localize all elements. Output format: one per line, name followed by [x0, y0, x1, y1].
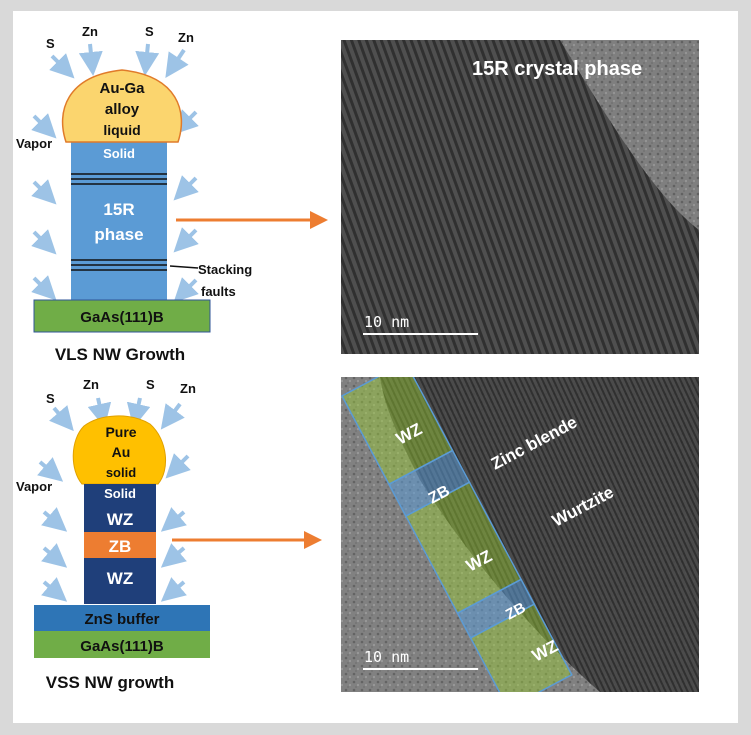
buffer-label: ZnS buffer — [85, 611, 160, 628]
tem-wz-3 — [469, 603, 573, 692]
vapor-label: Vapor — [16, 136, 52, 151]
scale-bar-bottom-label: 10 nm — [364, 648, 409, 666]
zb-label: ZB — [109, 537, 132, 556]
substrate-label-b: GaAs(111)B — [80, 638, 164, 655]
droplet-label-3: liquid — [103, 122, 140, 138]
zns-buffer — [34, 605, 210, 631]
droplet-b-label-1: Pure — [105, 424, 136, 440]
droplet-label-1: Au-Ga — [100, 80, 146, 97]
stacking-fault-lines — [71, 173, 167, 271]
droplet-b-label-2: Au — [112, 444, 131, 460]
wz-label-1: WZ — [107, 510, 133, 529]
vapor-species-s2: S — [145, 24, 154, 39]
vapor-label-b: Vapor — [16, 479, 52, 494]
droplet-label-2: alloy — [105, 101, 140, 118]
vapor-species-s1: S — [46, 36, 55, 51]
stacking-label-2: faults — [201, 284, 236, 299]
gaas-substrate — [33, 299, 211, 333]
wz-segment-1 — [84, 484, 156, 532]
vapor-arrows-bottom — [37, 397, 191, 602]
droplet-b-label-3: solid — [106, 465, 136, 480]
zb-segment — [84, 532, 156, 558]
stacking-label-1: Stacking — [198, 262, 252, 277]
tem-segment-strip — [341, 377, 573, 692]
vapor-species-s2-b: S — [146, 377, 155, 392]
scale-bar-top-label: 10 nm — [364, 313, 409, 331]
wz-segment-2 — [84, 558, 156, 604]
au-droplet — [72, 415, 167, 485]
phase-label-2: phase — [94, 225, 143, 244]
vapor-arrows-top — [31, 43, 199, 303]
vss-schematic: S Zn S Zn Vapor Pure Au solid Solid WZ Z… — [16, 377, 322, 692]
solid-label-b: Solid — [104, 486, 136, 501]
vapor-species-zn2: Zn — [178, 30, 194, 45]
substrate-label: GaAs(111)B — [80, 309, 164, 326]
solid-label: Solid — [103, 146, 135, 161]
vls-schematic: S Zn S Zn Vapor Au-Ga alloy liquid Solid… — [16, 24, 328, 364]
tem-image-top: 15R crystal phase 10 nm — [341, 40, 699, 354]
tem-top-title: 15R crystal phase — [472, 58, 642, 80]
nanowire-15r — [71, 140, 167, 300]
phase-label-1: 15R — [103, 200, 134, 219]
vapor-species-zn1-b: Zn — [83, 377, 99, 392]
vls-caption: VLS NW Growth — [55, 345, 185, 364]
vss-caption: VSS NW growth — [46, 673, 174, 692]
vapor-species-zn2-b: Zn — [180, 381, 196, 396]
au-ga-droplet — [61, 69, 183, 143]
vapor-species-zn1: Zn — [82, 24, 98, 39]
wz-label-2: WZ — [107, 569, 133, 588]
vapor-species-s1-b: S — [46, 391, 55, 406]
gaas-substrate-b — [34, 631, 210, 658]
stacking-fault-pointer — [169, 265, 199, 269]
tem-image-bottom: WZ ZB WZ ZB WZ Zinc blende Wurtzite 10 n… — [341, 377, 699, 692]
